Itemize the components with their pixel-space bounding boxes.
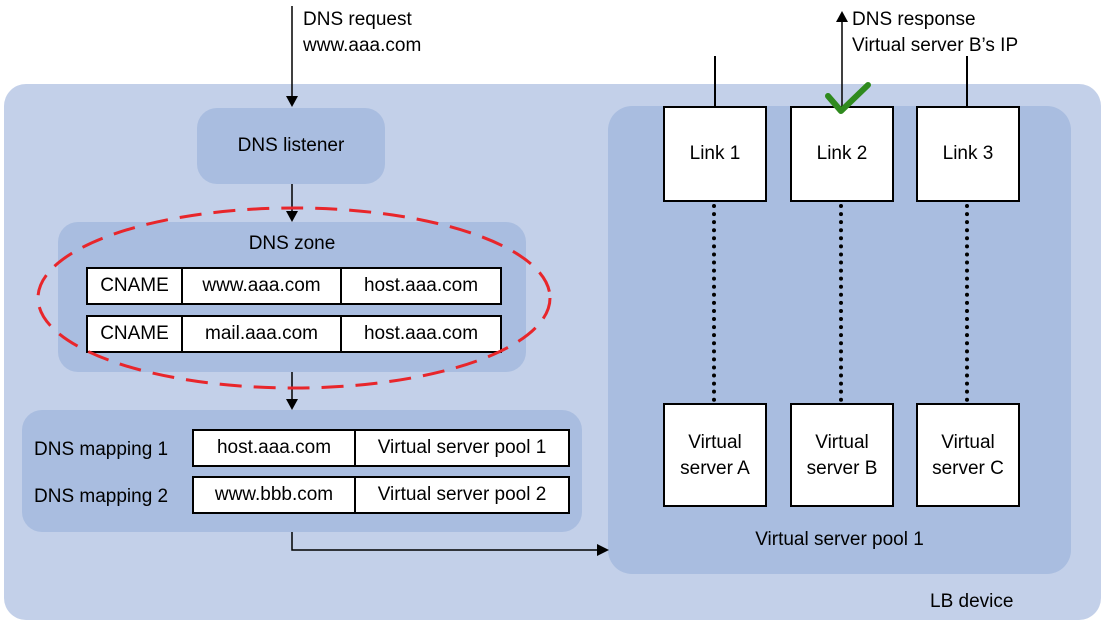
dotted-connector	[965, 204, 969, 402]
zone-to-mapping-head	[286, 399, 298, 410]
dns-mapping-label: DNS mapping 1	[34, 439, 169, 460]
virtual-server-pool-label: Virtual server pool 1	[755, 529, 924, 550]
link-uplink-line	[966, 56, 968, 108]
dotted-connector	[712, 204, 716, 402]
dns-mapping-host: www.bbb.com	[194, 478, 356, 512]
virtual-server-box: Virtual server B	[790, 403, 894, 507]
zone-record-type: CNAME	[88, 317, 183, 351]
virtual-server-box: Virtual server A	[663, 403, 767, 507]
zone-record-type: CNAME	[88, 269, 183, 303]
virtual-server-box: Virtual server C	[916, 403, 1020, 507]
virtual-server-label-line2: server C	[932, 458, 1004, 479]
link-box: Link 3	[916, 106, 1020, 202]
dns-mapping-host: host.aaa.com	[194, 431, 356, 465]
checkmark-icon	[825, 82, 871, 114]
link-label: Link 2	[816, 143, 868, 164]
virtual-server-label-line1: Virtual	[815, 432, 869, 453]
zone-record-name: www.aaa.com	[183, 269, 342, 303]
zone-record-row: CNAME www.aaa.com host.aaa.com	[86, 267, 502, 305]
dns-mapping-pool: Virtual server pool 2	[377, 484, 547, 505]
dns-request-domain: www.aaa.com	[303, 35, 422, 56]
dns-listener-label: DNS listener	[237, 135, 345, 156]
listener-to-zone-head	[286, 211, 298, 222]
dns-listener-box	[197, 108, 385, 184]
lb-device-label: LB device	[930, 591, 1014, 612]
link-uplink-line	[714, 56, 716, 108]
dns-response-detail: Virtual server B’s IP	[852, 35, 1019, 56]
link-box: Link 1	[663, 106, 767, 202]
zone-record-row: CNAME mail.aaa.com host.aaa.com	[86, 315, 502, 353]
virtual-server-label-line1: Virtual	[688, 432, 742, 453]
dns-mapping-row: www.bbb.com Virtual server pool 2	[192, 476, 570, 514]
dns-mapping-label: DNS mapping 2	[34, 486, 169, 507]
link-label: Link 1	[689, 143, 741, 164]
response-arrow-head	[836, 11, 848, 22]
zone-record-target: host.aaa.com	[363, 323, 479, 344]
dns-mapping-pool: Virtual server pool 1	[377, 437, 547, 458]
dns-request-label: DNS request	[303, 9, 412, 30]
virtual-server-label-line2: server B	[806, 458, 878, 479]
zone-record-target: host.aaa.com	[363, 275, 479, 296]
mapping-to-pool-line	[291, 532, 598, 551]
virtual-server-label-line1: Virtual	[941, 432, 995, 453]
request-arrow-head	[286, 96, 298, 107]
dns-response-label: DNS response	[852, 9, 976, 30]
mapping-to-pool-head	[597, 544, 609, 556]
virtual-server-label-line2: server A	[680, 458, 750, 479]
dotted-connector	[839, 204, 843, 402]
dns-mapping-row: host.aaa.com Virtual server pool 1	[192, 429, 570, 467]
link-label: Link 3	[942, 143, 994, 164]
zone-record-name: mail.aaa.com	[183, 317, 342, 351]
link-box: Link 2	[790, 106, 894, 202]
zone-highlight-ellipse	[36, 206, 552, 390]
dns-zone-title: DNS zone	[248, 233, 336, 254]
